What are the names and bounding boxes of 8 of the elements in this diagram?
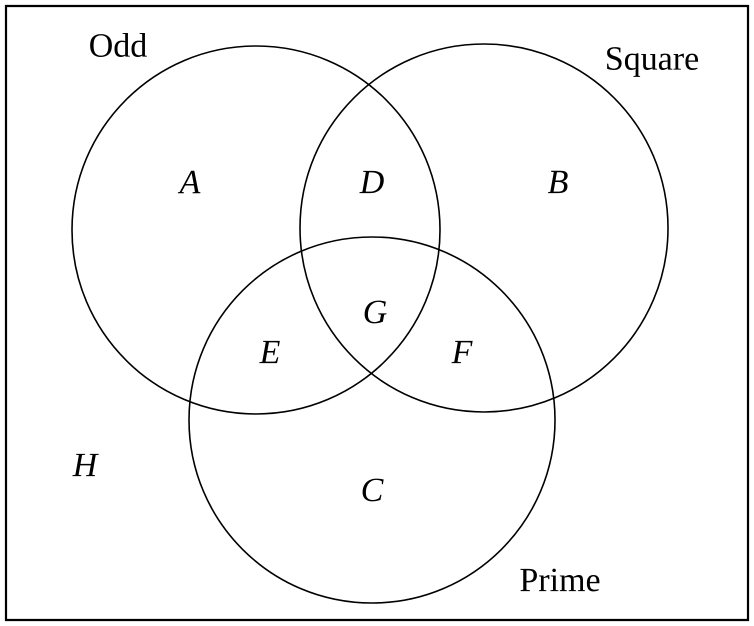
region-label: A	[178, 170, 200, 194]
region-label: C	[362, 478, 384, 502]
region-label: B	[548, 170, 568, 194]
region-label: F	[451, 340, 473, 364]
region-label: D	[359, 170, 384, 194]
region-label: G	[364, 300, 387, 324]
region-label: E	[259, 340, 280, 364]
region-label: H	[72, 454, 99, 476]
